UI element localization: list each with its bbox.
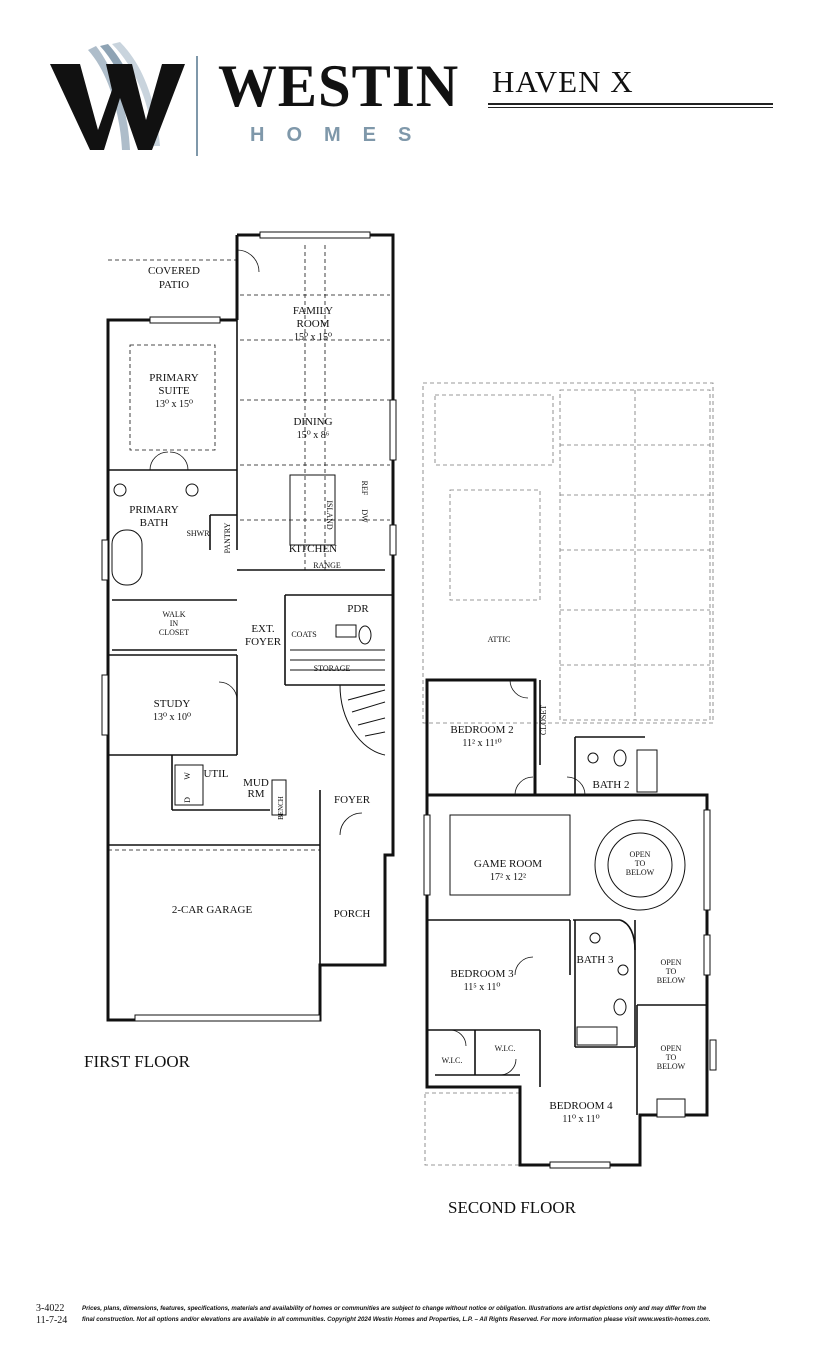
open-to-below-label: OPEN	[661, 958, 682, 967]
walk-in-closet-label: CLOSET	[159, 628, 189, 637]
walk-in-closet-label: WALK	[162, 610, 185, 619]
bedroom2-dim: 11² x 11¹⁰	[462, 738, 501, 749]
closet-label: CLOSET	[539, 705, 548, 735]
brand-name: WESTIN	[218, 53, 460, 119]
range-label: RANGE	[313, 561, 341, 570]
dining-label: DINING	[293, 416, 332, 428]
revision-date: 11-7-24	[36, 1315, 68, 1326]
pantry-label: PANTRY	[223, 522, 232, 553]
legal-line: Prices, plans, dimensions, features, spe…	[82, 1305, 707, 1312]
study-dim: 13⁰ x 10⁰	[153, 712, 191, 723]
ext-foyer-label: FOYER	[245, 636, 282, 648]
open-to-below-label: OPEN	[630, 850, 651, 859]
open-to-below-label: TO	[666, 1053, 677, 1062]
plan-number: 3-4022	[36, 1303, 65, 1314]
game-room-dim: 17² x 12²	[490, 872, 526, 883]
first-floor-label: FIRST FLOOR	[84, 1052, 190, 1071]
bedroom2-label: BEDROOM 2	[450, 724, 513, 736]
family-room-label: FAMILY	[293, 305, 333, 317]
study-label: STUDY	[154, 698, 191, 710]
wic-label: W.I.C.	[442, 1056, 463, 1065]
legal-line: final construction. Not all options and/…	[82, 1316, 711, 1323]
title-rule	[488, 107, 773, 108]
primary-suite-dim: 13⁰ x 15⁰	[155, 399, 193, 410]
bedroom3-dim: 11⁵ x 11⁰	[464, 982, 501, 993]
covered-patio-label: PATIO	[159, 279, 189, 291]
primary-suite-label: PRIMARY	[149, 372, 199, 384]
family-room-dim: 15⁰ x 15⁰	[294, 332, 332, 343]
wic-label: W.I.C.	[495, 1044, 516, 1053]
open-to-below-label: BELOW	[626, 868, 655, 877]
bench-label: BENCH	[277, 796, 285, 820]
open-to-below-label: BELOW	[657, 976, 686, 985]
open-to-below-label: TO	[666, 967, 677, 976]
porch-label: PORCH	[334, 908, 371, 920]
dryer-label: D	[183, 797, 192, 803]
shwr-label: SHWR	[186, 529, 210, 538]
bedroom4-label: BEDROOM 4	[549, 1100, 613, 1112]
westin-logo-mark	[50, 42, 185, 150]
covered-patio-label: COVERED	[148, 265, 200, 277]
primary-suite-label: SUITE	[158, 385, 189, 397]
plan-title: HAVEN X	[492, 64, 634, 99]
util-label: UTIL	[203, 768, 228, 780]
second-floor-label: SECOND FLOOR	[448, 1198, 576, 1217]
pdr-label: PDR	[347, 603, 369, 615]
kitchen-label: KITCHEN	[289, 543, 337, 555]
bath3-label: BATH 3	[577, 954, 614, 966]
mud-rm-label: RM	[247, 788, 264, 800]
brand-subtitle: HOMES	[250, 124, 434, 146]
open-to-below-label: OPEN	[661, 1044, 682, 1053]
walk-in-closet-label: IN	[170, 619, 179, 628]
primary-bath-label: BATH	[140, 517, 169, 529]
coats-label: COATS	[291, 630, 316, 639]
washer-label: W	[183, 772, 192, 780]
title-rule	[488, 103, 773, 105]
attic-label: ATTIC	[488, 635, 511, 644]
document-code: 3-4022 11-7-24	[36, 1303, 67, 1327]
bedroom3-label: BEDROOM 3	[450, 968, 514, 980]
bedroom4-dim: 11⁰ x 11⁰	[562, 1114, 599, 1125]
family-room-label: ROOM	[296, 318, 329, 330]
ext-foyer-label: EXT.	[251, 623, 275, 635]
first-floor-plan: COVERED PATIO FAMILY ROOM 15⁰ x 15⁰ PRIM…	[101, 231, 397, 1022]
legal-disclaimer: Prices, plans, dimensions, features, spe…	[82, 1303, 794, 1325]
foyer-label: FOYER	[334, 794, 371, 806]
mud-rm-label: MUD	[243, 777, 269, 789]
primary-bath-label: PRIMARY	[129, 504, 179, 516]
open-to-below-label: BELOW	[657, 1062, 686, 1071]
dw-label: DW	[360, 509, 369, 523]
garage-label: 2-CAR GARAGE	[172, 904, 253, 916]
logo-divider	[196, 56, 198, 156]
island-label: ISLAND	[325, 500, 334, 530]
game-room-label: GAME ROOM	[474, 858, 542, 870]
second-floor-plan: ATTIC BEDROOM 2 11² x 11¹⁰ CLOSET BATH 2…	[422, 382, 717, 1169]
dining-dim: 15⁰ x 8⁶	[297, 430, 330, 441]
bath2-label: BATH 2	[593, 779, 630, 791]
ref-label: REF	[360, 481, 369, 496]
open-to-below-label: TO	[635, 859, 646, 868]
storage-label: STORAGE	[314, 664, 351, 673]
